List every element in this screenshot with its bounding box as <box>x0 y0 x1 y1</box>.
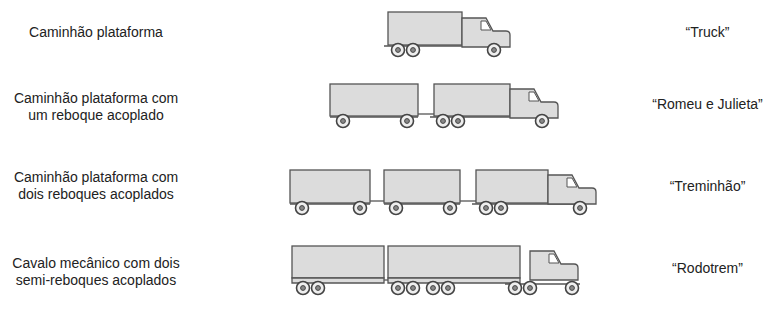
vehicle-description: Caminhão plataforma com dois reboques ac… <box>4 169 188 203</box>
vehicle-description: Caminhão plataforma <box>4 24 188 41</box>
vehicle-description: Cavalo mecânico com dois semi-reboques a… <box>4 255 188 289</box>
vehicle-nickname: “Truck” <box>640 24 775 41</box>
vehicle-description: Caminhão plataforma com um reboque acopl… <box>4 90 188 124</box>
vehicle-nickname: “Treminhão” <box>640 178 775 195</box>
vehicle-nickname: “Romeu e Julieta” <box>640 96 775 113</box>
vehicle-nickname: “Rodotrem” <box>640 260 775 277</box>
